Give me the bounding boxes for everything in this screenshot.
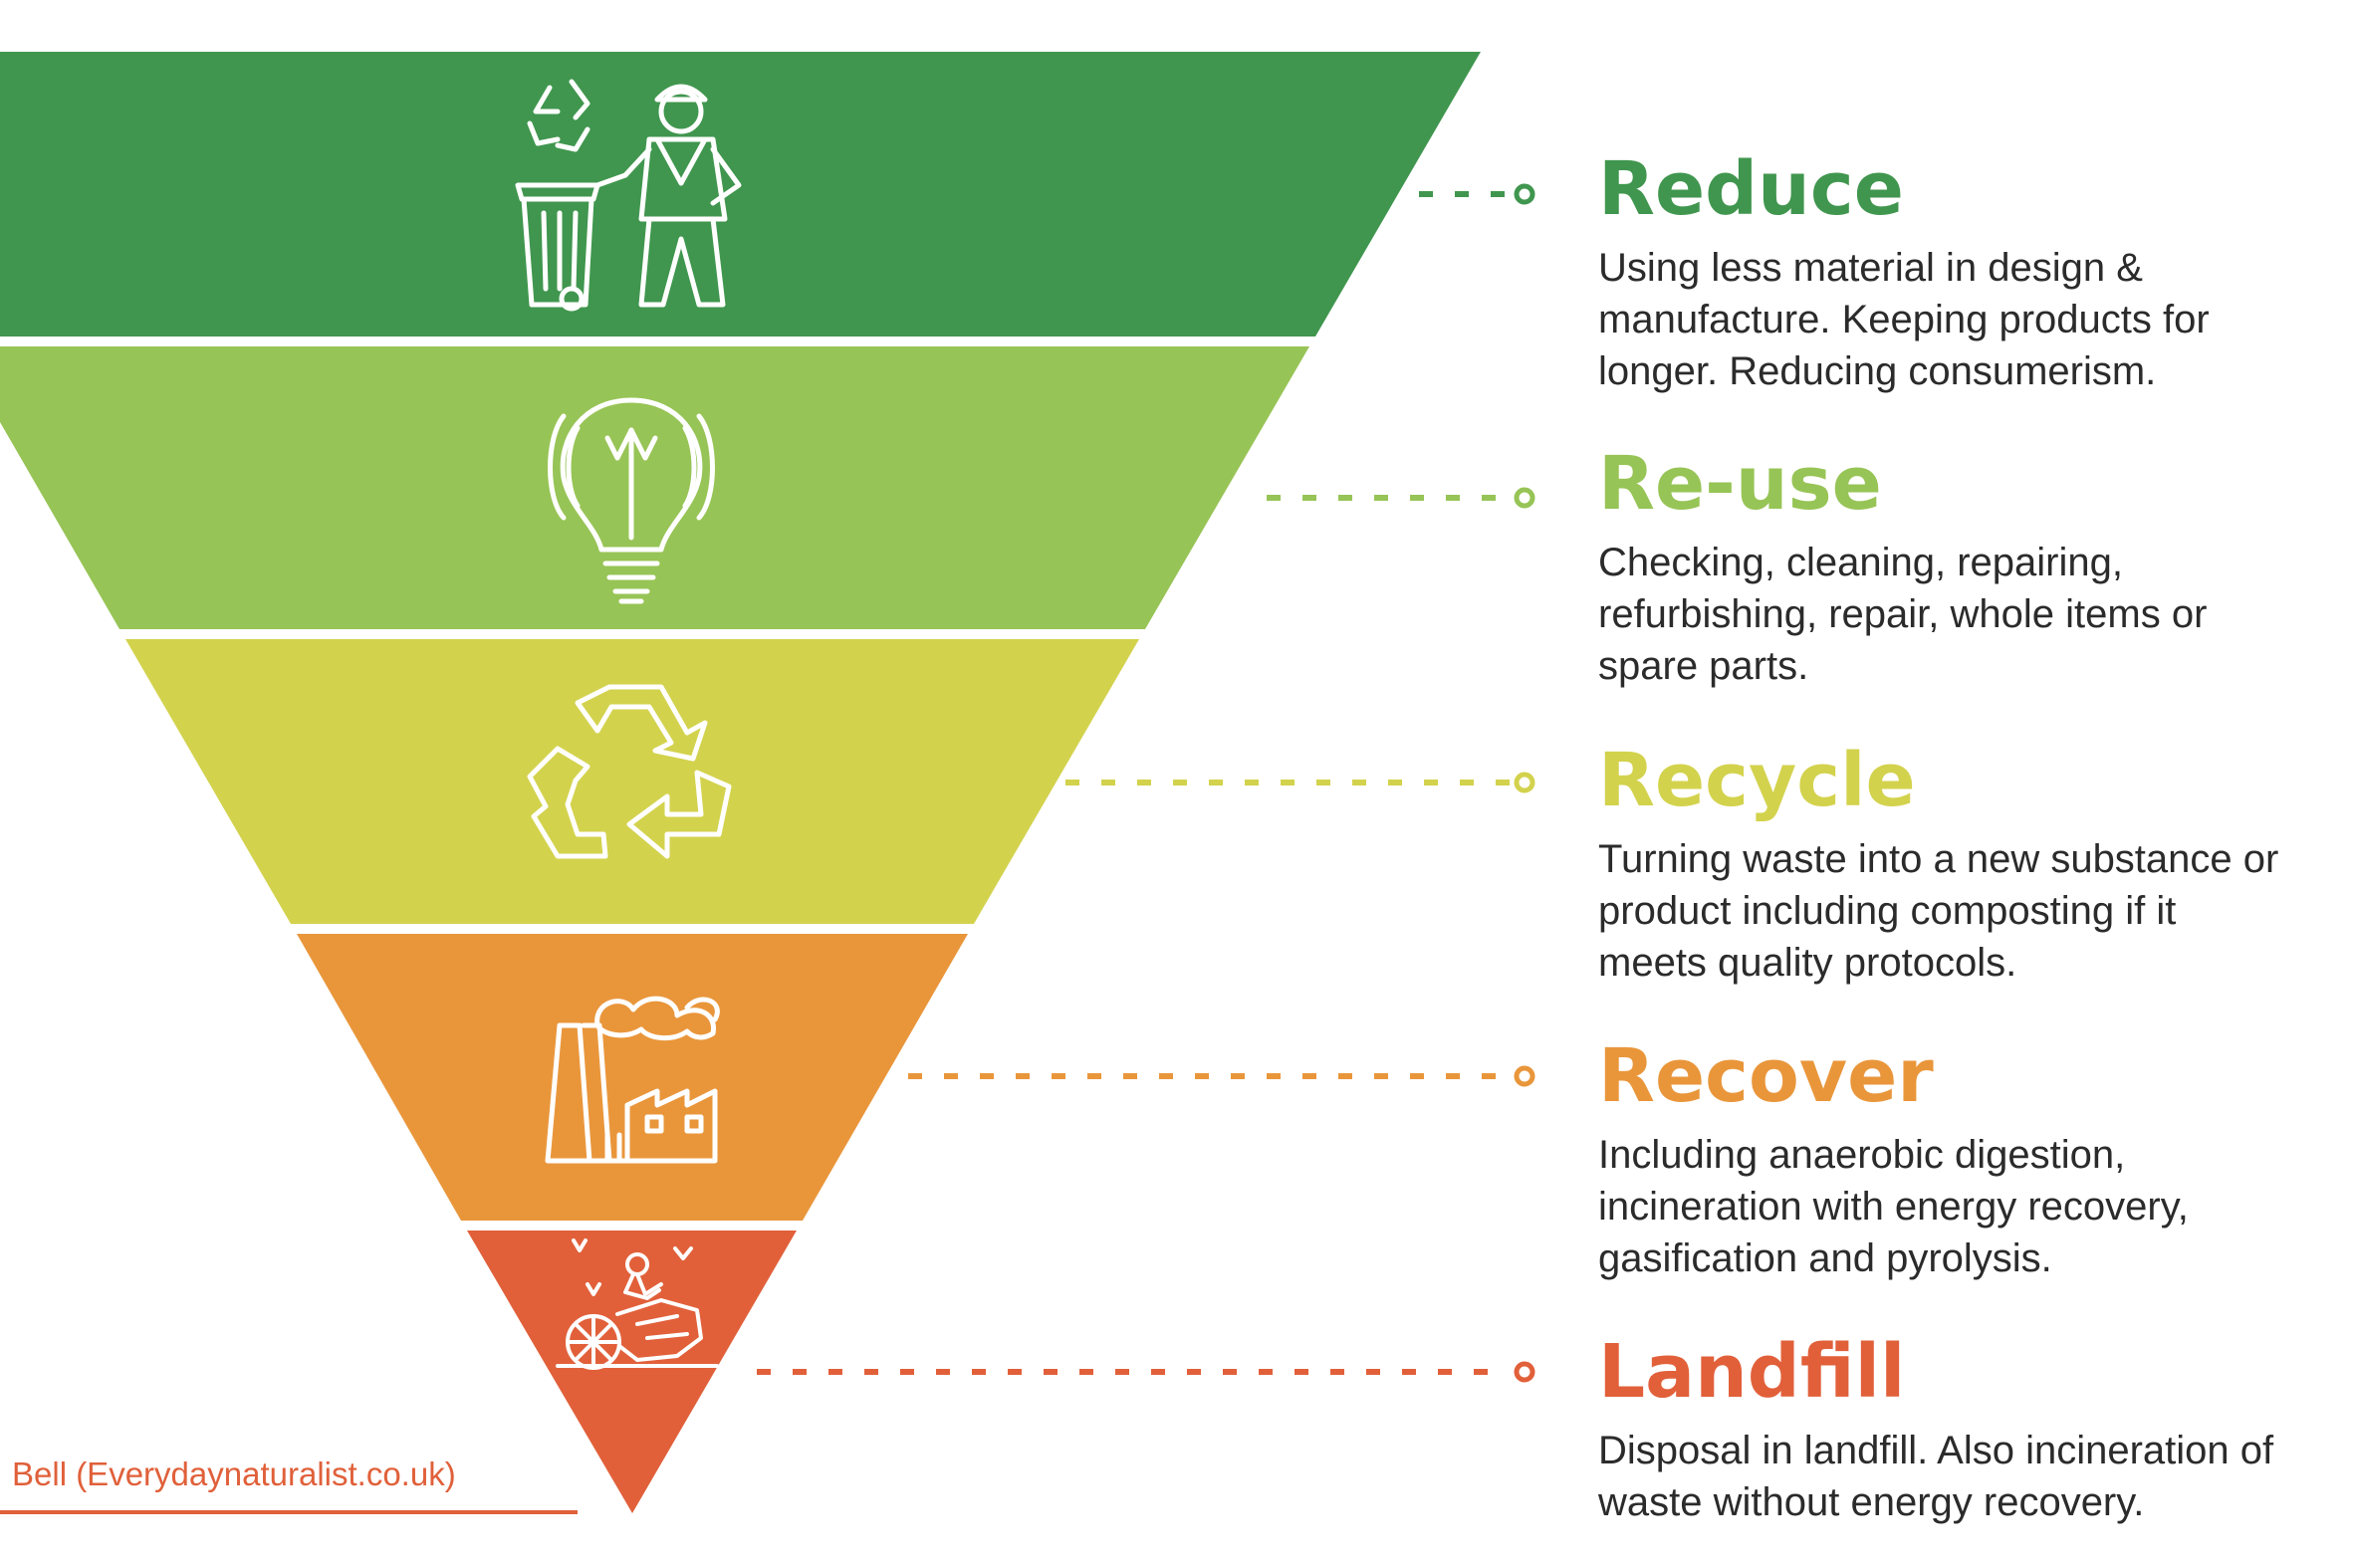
tier-description-reuse: Checking, cleaning, repairing, refurbish… <box>1598 537 2353 692</box>
tier-description-line: incineration with energy recovery, <box>1598 1185 2189 1229</box>
tier-description-recover: Including anaerobic digestion, incinerat… <box>1598 1129 2353 1284</box>
tier-description-line: waste without energy recovery. <box>1598 1480 2145 1524</box>
tier-description-line: meets quality protocols. <box>1598 941 2017 985</box>
factory-icon <box>545 996 720 1164</box>
tier-description-line: refurbishing, repair, whole items or <box>1598 592 2208 636</box>
tier-description-reduce: Using less material in design & manufact… <box>1598 242 2353 397</box>
tier-title-recover: Recover <box>1598 1033 1934 1119</box>
tier-title-recycle: Recycle <box>1598 738 1916 823</box>
tier-description-line: longer. Reducing consumerism. <box>1598 349 2157 393</box>
credit-text: Bell (Everydaynaturalist.co.uk) <box>12 1456 456 1492</box>
light-bulb-icon <box>548 397 715 604</box>
tier-description-line: product including composting if it <box>1598 889 2177 933</box>
credit-underline <box>0 1510 578 1514</box>
tier-title-reduce: Reduce <box>1598 146 1904 232</box>
tier-description-line: Including anaerobic digestion, <box>1598 1133 2126 1177</box>
tier-description-line: Checking, cleaning, repairing, <box>1598 541 2123 584</box>
tier-description-line: manufacture. Keeping products for <box>1598 298 2210 341</box>
tier-title-landfill: Landfill <box>1598 1329 1906 1415</box>
connector-dot-reuse <box>1514 487 1535 509</box>
band-reduce <box>0 52 1481 336</box>
connector-dot-landfill <box>1514 1361 1535 1383</box>
recycle-arrows-icon <box>527 684 732 859</box>
band-recover <box>297 934 968 1221</box>
landfill-heap-icon <box>556 1238 719 1370</box>
connector-dot-reduce <box>1514 183 1535 205</box>
tier-title-reuse: Re-use <box>1598 441 1882 527</box>
tier-description-line: gasification and pyrolysis. <box>1598 1236 2052 1280</box>
tier-description-line: spare parts. <box>1598 644 1809 688</box>
tier-description-recycle: Turning waste into a new substance or pr… <box>1598 833 2353 989</box>
connector-dot-recover <box>1514 1065 1535 1087</box>
bin-worker-icon <box>515 79 742 312</box>
connector-dot-recycle <box>1514 772 1535 793</box>
band-reuse <box>0 346 1309 629</box>
tier-description-line: Turning waste into a new substance or <box>1598 837 2279 881</box>
tier-description-landfill: Disposal in landfill. Also incineration … <box>1598 1425 2353 1528</box>
tier-description-line: Disposal in landfill. Also incineration … <box>1598 1429 2274 1472</box>
tier-description-line: Using less material in design & <box>1598 246 2143 290</box>
band-landfill <box>467 1231 797 1513</box>
band-recycle <box>125 639 1139 924</box>
